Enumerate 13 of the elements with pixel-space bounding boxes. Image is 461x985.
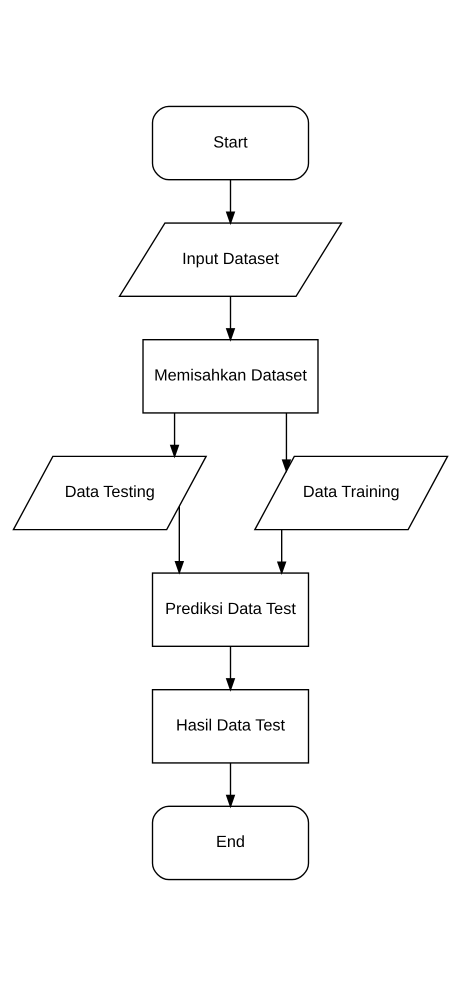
node-box: Prediksi Data Test [152,572,310,646]
arrow [226,762,236,808]
arrow [226,646,236,692]
arrow [174,506,184,574]
node-box: Start [152,105,310,180]
arrow [282,412,292,472]
arrow [276,529,286,575]
arrow [170,412,180,458]
node-box: Hasil Data Test [152,688,310,764]
node-box: End [152,805,310,880]
arrow [226,296,236,342]
arrow [226,179,236,225]
node-box: Memisahkan Dataset [142,338,319,414]
